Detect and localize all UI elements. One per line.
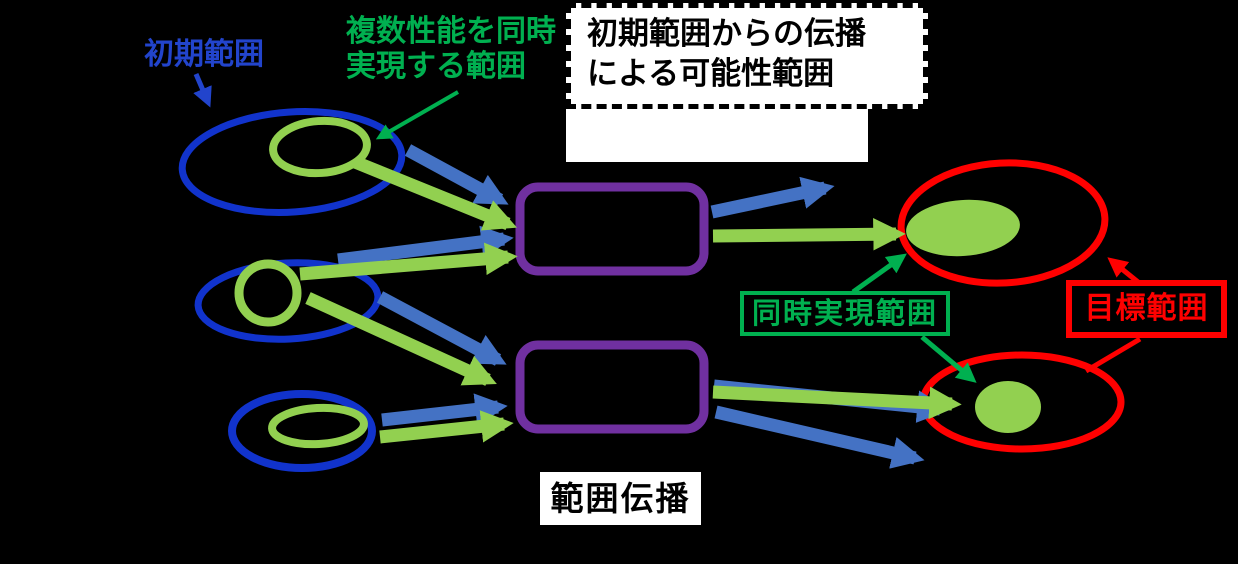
simultaneous-pointer-lower <box>920 335 977 383</box>
initial-range-pointer <box>193 73 212 108</box>
initial-range-ellipse-2 <box>194 259 382 343</box>
multi-perf-pointer <box>375 90 459 140</box>
green-arrow-c2-box1 <box>299 242 518 281</box>
multi-perf-ellipse-1 <box>269 116 371 178</box>
propagation-box-2 <box>515 340 709 434</box>
propagation-box-1 <box>515 182 709 276</box>
green-arrow-e1-box1 <box>352 155 518 231</box>
initial-range-label: 初期範囲 <box>144 37 264 72</box>
target-pointer-upper <box>1107 257 1140 284</box>
simultaneous-range-fill-1 <box>906 199 1020 257</box>
possibility-range-callout: 初期範囲からの伝播 による可能性範囲 <box>566 3 928 109</box>
simultaneous-range-label: 同時実現範囲 <box>740 291 950 336</box>
multi-perf-circle-2 <box>234 259 302 327</box>
green-arrow-box2-target2 <box>712 385 962 420</box>
possibility-box-white-extension <box>566 100 868 162</box>
blue-arrow-e3-box2 <box>381 393 508 427</box>
multi-performance-label: 複数性能を同時 実現する範囲 <box>346 14 556 84</box>
green-arrow-c2-box2 <box>305 292 497 386</box>
target-range-label: 目標範囲 <box>1066 280 1227 338</box>
blue-arrow-e1-box1 <box>404 144 509 206</box>
multi-performance-label-line1: 複数性能を同時 <box>346 14 556 49</box>
blue-arrow-box2-out <box>714 405 925 469</box>
multi-perf-ellipse-3 <box>268 403 368 449</box>
green-arrow-e3-box2 <box>379 410 514 444</box>
simultaneous-pointer-upper <box>851 253 907 295</box>
initial-range-ellipse-1 <box>178 108 406 216</box>
blue-arrow-box1-out <box>710 176 835 219</box>
blue-arrow-e2-box1 <box>337 225 514 267</box>
green-arrow-box1-target1 <box>712 217 906 251</box>
initial-range-ellipse-3 <box>228 390 376 472</box>
simultaneous-range-fill-2 <box>975 381 1041 433</box>
possibility-range-line1: 初期範囲からの伝播 <box>587 16 866 52</box>
green-arrows <box>299 155 962 444</box>
blue-arrow-e2-box2 <box>376 291 507 366</box>
multi-performance-label-line2: 実現する範囲 <box>346 49 526 84</box>
target-pointer-lower <box>1084 336 1142 374</box>
possibility-range-line2: による可能性範囲 <box>587 56 835 92</box>
range-propagation-title: 範囲伝播 <box>540 472 701 525</box>
